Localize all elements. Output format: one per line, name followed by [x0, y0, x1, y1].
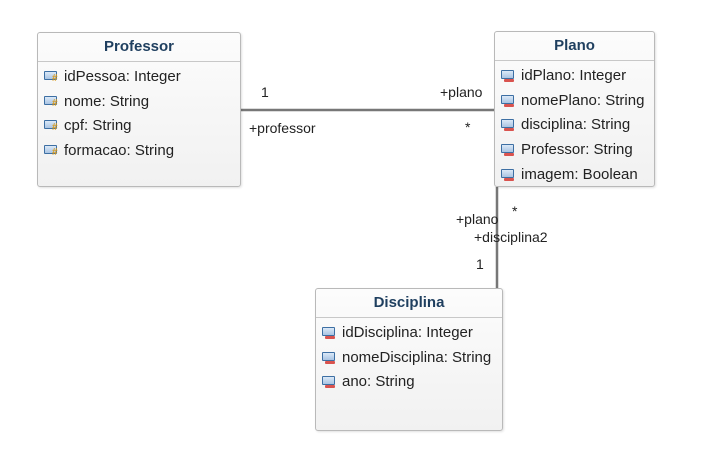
private-attribute-icon [501, 70, 517, 82]
class-plano[interactable]: Plano idPlano: Integer nomePlano: String… [494, 31, 655, 187]
attribute-label: cpf: String [64, 117, 132, 135]
private-attribute-icon [501, 144, 517, 157]
attribute-label: nome: String [64, 92, 150, 110]
attribute-label: formacao: String [64, 142, 175, 160]
attribute-row[interactable]: # cpf: String [38, 114, 240, 139]
protected-attribute-icon: # [44, 95, 60, 108]
attribute-row[interactable]: # idPessoa: Integer [38, 65, 240, 90]
private-attribute-icon [322, 376, 338, 389]
attribute-row[interactable]: idPlano: Integer [495, 64, 654, 89]
protected-attribute-icon: # [44, 71, 60, 84]
class-name-disciplina: Disciplina [316, 289, 502, 318]
attribute-label: Professor: String [521, 141, 633, 159]
attribute-label: disciplina: String [521, 116, 631, 134]
private-attribute-icon [501, 168, 517, 181]
attribute-list-professor: # idPessoa: Integer # nome: String # cpf… [38, 62, 240, 164]
role-professor: +professor [249, 120, 316, 136]
role-plano-from-disciplina: +plano [456, 211, 499, 227]
attribute-row[interactable]: # nome: String [38, 90, 240, 115]
private-attribute-icon [501, 119, 517, 132]
multiplicity-disciplina: 1 [476, 256, 484, 272]
attribute-label: imagem: Boolean [521, 165, 638, 183]
attribute-row[interactable]: nomePlano: String [495, 89, 654, 114]
attribute-row[interactable]: nomeDisciplina: String [316, 346, 502, 371]
multiplicity-plano-from-disciplina: * [512, 203, 518, 219]
attribute-label: idPessoa: Integer [64, 68, 181, 85]
private-attribute-icon [501, 94, 517, 107]
attribute-label: ano: String [342, 373, 415, 391]
role-plano-from-professor: +plano [440, 84, 483, 100]
attribute-list-plano: idPlano: Integer nomePlano: String disci… [495, 61, 654, 187]
private-attribute-icon [322, 351, 338, 364]
protected-attribute-icon: # [44, 145, 60, 158]
class-professor[interactable]: Professor # idPessoa: Integer # nome: St… [37, 32, 241, 187]
attribute-label: nomePlano: String [521, 91, 645, 109]
role-disciplina2: +disciplina2 [474, 229, 548, 245]
attribute-list-disciplina: idDisciplina: Integer nomeDisciplina: St… [316, 318, 502, 395]
protected-attribute-icon: # [44, 120, 60, 133]
attribute-row[interactable]: imagem: Boolean [495, 163, 654, 188]
attribute-row[interactable]: disciplina: String [495, 113, 654, 138]
class-disciplina[interactable]: Disciplina idDisciplina: Integer nomeDis… [315, 288, 503, 431]
multiplicity-plano-from-professor: * [465, 119, 471, 135]
class-name-plano: Plano [495, 32, 654, 61]
attribute-row[interactable]: Professor: String [495, 138, 654, 163]
attribute-row[interactable]: idDisciplina: Integer [316, 321, 502, 346]
multiplicity-professor: 1 [261, 84, 269, 100]
attribute-row[interactable]: ano: String [316, 370, 502, 395]
attribute-label: idPlano: Integer [521, 67, 627, 84]
attribute-label: nomeDisciplina: String [342, 348, 492, 366]
private-attribute-icon [322, 327, 338, 339]
class-name-professor: Professor [38, 33, 240, 62]
attribute-label: idDisciplina: Integer [342, 324, 473, 341]
attribute-row[interactable]: # formacao: String [38, 139, 240, 164]
